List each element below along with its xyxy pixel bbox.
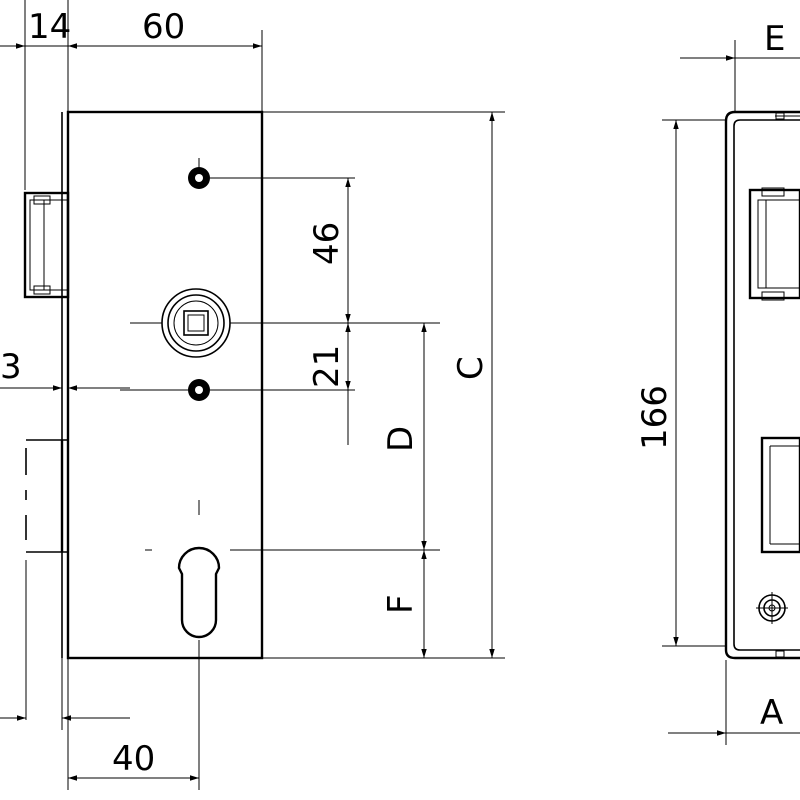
front-view: 14 60 3 46 21 D [0, 0, 505, 790]
dimension-40: 40 [68, 739, 199, 781]
dead-bolt [25, 439, 68, 553]
dim-21-label: 21 [307, 345, 347, 388]
dimension-46: 46 [307, 178, 351, 323]
cylinder-cutout [177, 546, 221, 639]
side-deadbolt-slot [760, 436, 800, 554]
screw-hole-top [188, 167, 210, 189]
dimension-C: C [451, 112, 495, 658]
centre-lines [120, 158, 200, 790]
dimension-166: 166 [635, 120, 679, 646]
dim-C-label: C [451, 356, 491, 380]
dimension-E: E [680, 19, 800, 61]
dimension-D: D [381, 323, 427, 550]
dimension-3: 3 [0, 347, 130, 391]
spindle-hub [161, 288, 231, 358]
lock-case-outline [66, 110, 264, 660]
side-view: E 166 A [635, 19, 800, 745]
dim-14-label: 14 [28, 7, 71, 47]
dim-3-label: 3 [0, 347, 22, 387]
screw-hole-bottom [188, 379, 210, 401]
dimension-F: F [381, 550, 427, 658]
side-plate-outline [724, 110, 800, 660]
dim-D-label: D [381, 426, 421, 452]
latch-bolt [23, 191, 70, 299]
dimension-21: 21 [307, 323, 351, 445]
dim-E-label: E [764, 19, 785, 59]
side-screw [756, 592, 788, 624]
extension-lines [24, 0, 505, 790]
dim-A-label: A [760, 693, 783, 733]
dim-40-label: 40 [112, 739, 155, 779]
dimension-14: 14 [0, 7, 71, 49]
dim-F-label: F [381, 594, 421, 614]
dim-166-label: 166 [635, 385, 675, 450]
dimension-A: A [668, 693, 800, 736]
side-latch-slot [748, 187, 800, 301]
dim-46-label: 46 [307, 222, 347, 265]
dimension-60: 60 [68, 7, 262, 49]
dim-60-label: 60 [142, 7, 185, 47]
